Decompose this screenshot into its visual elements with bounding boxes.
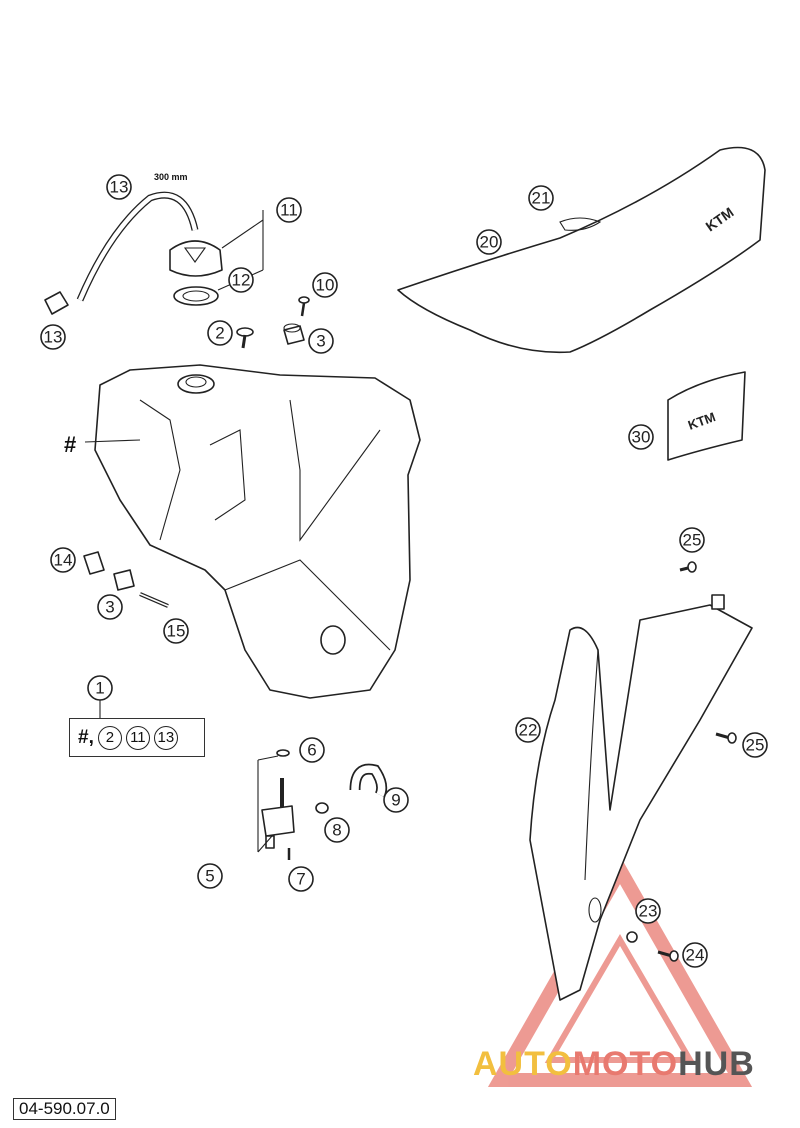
svg-text:15: 15 [167, 622, 186, 641]
svg-text:21: 21 [532, 189, 551, 208]
svg-text:6: 6 [307, 741, 316, 760]
callout-3-left: 3 [97, 594, 123, 620]
clip-14 [315, 802, 329, 814]
fuel-hose-15 [349, 763, 388, 798]
svg-text:7: 7 [296, 870, 305, 889]
svg-text:3: 3 [316, 332, 325, 351]
callout-4: 10 [312, 272, 338, 298]
screw-2 [236, 327, 254, 349]
screw-24 [657, 950, 679, 962]
tank-kit-contents: #, 2 11 13 [69, 718, 205, 757]
callout-6: 12 [228, 267, 254, 293]
callout-8: 13 [40, 324, 66, 350]
callout-30: 30 [628, 424, 654, 450]
tank-marker: # [64, 432, 77, 457]
callout-12: 6 [299, 737, 325, 763]
kit-item: 13 [153, 725, 178, 750]
callout-22: 22 [515, 717, 541, 743]
watermark-text: AUTOMOTOHUB [473, 1045, 755, 1083]
callout-5: 11 [276, 197, 302, 223]
screw-25-side [715, 732, 737, 744]
callout-21: 21 [528, 185, 554, 211]
kit-item: 11 [125, 725, 150, 750]
callout-11: 5 [197, 863, 223, 889]
svg-text:5: 5 [205, 867, 214, 886]
kit-item: 2 [97, 725, 122, 750]
svg-text:14: 14 [54, 551, 73, 570]
fuel-tank [94, 364, 421, 699]
svg-text:24: 24 [686, 946, 705, 965]
svg-text:2: 2 [215, 324, 224, 343]
svg-text:22: 22 [519, 721, 538, 740]
callout-1: 1 [87, 675, 113, 701]
callout-24: 24 [682, 942, 708, 968]
callout-20: 20 [476, 229, 502, 255]
hose-length-annotation: 300 mm [154, 172, 188, 182]
kit-prefix: #, [78, 726, 94, 748]
svg-text:9: 9 [391, 791, 400, 810]
callout-7: 13 [106, 174, 132, 200]
callout-23: 23 [635, 898, 661, 924]
cap-gasket [173, 286, 219, 306]
reference-code: 04-590.07.0 [13, 1098, 116, 1120]
callout-3-top: 3 [308, 328, 334, 354]
svg-text:23: 23 [639, 902, 658, 921]
svg-text:30: 30 [632, 428, 651, 447]
callout-25-top: 25 [679, 527, 705, 553]
bushing-3-left [113, 569, 135, 591]
svg-text:13: 13 [44, 328, 63, 347]
o-ring-12 [276, 749, 290, 757]
callout-14: 8 [324, 817, 350, 843]
screw-4 [298, 296, 310, 317]
svg-text:3: 3 [105, 598, 114, 617]
callout-25-side: 25 [742, 732, 768, 758]
fuel-cap [169, 240, 223, 277]
decal: KTM [667, 371, 746, 461]
seat: KTM [397, 146, 766, 354]
callout-2: 2 [207, 320, 233, 346]
svg-text:8: 8 [332, 821, 341, 840]
side-panel [529, 594, 753, 1001]
washer-23 [626, 931, 638, 943]
breather-hose [76, 191, 199, 302]
svg-text:13: 13 [110, 178, 129, 197]
screw-25-top [679, 561, 697, 573]
svg-text:1: 1 [95, 679, 104, 698]
svg-text:10: 10 [316, 276, 335, 295]
svg-text:25: 25 [746, 736, 765, 755]
svg-text:12: 12 [232, 271, 251, 290]
bolt-10 [139, 592, 169, 608]
svg-text:25: 25 [683, 531, 702, 550]
hose-fitting [44, 291, 69, 315]
callout-13: 7 [288, 866, 314, 892]
svg-text:20: 20 [480, 233, 499, 252]
bolt-9 [83, 551, 105, 575]
leader-lines [84, 210, 279, 853]
callout-9: 14 [50, 547, 76, 573]
svg-text:11: 11 [280, 201, 298, 220]
fuel-tap [261, 778, 295, 849]
callout-10: 15 [163, 618, 189, 644]
callout-15: 9 [383, 787, 409, 813]
bushing-3-top [283, 323, 305, 345]
